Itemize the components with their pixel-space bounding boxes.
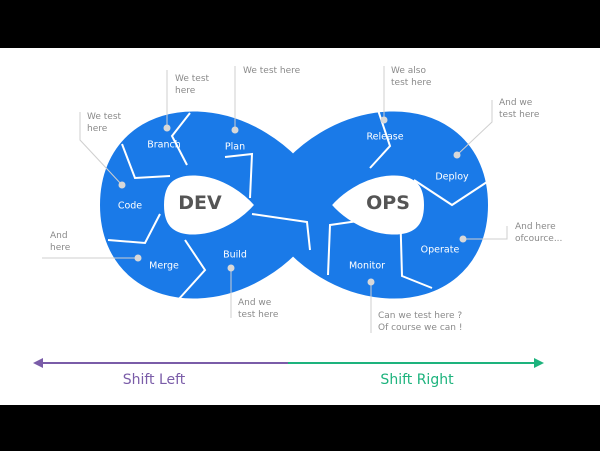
stage-operate: Operate	[420, 244, 460, 256]
stage-deploy: Deploy	[435, 171, 469, 183]
note-operate: And here ofcource...	[515, 222, 563, 244]
infinity-band	[99, 111, 489, 299]
right-arrowhead	[534, 358, 544, 368]
left-arrowhead	[33, 358, 43, 368]
stage-monitor: Monitor	[348, 260, 386, 272]
note-merge: And here	[50, 231, 71, 253]
note-plan: We test here	[243, 66, 301, 76]
stage-plan: Plan	[224, 141, 246, 153]
note-monitor: Can we test here ? Of course we can !	[378, 311, 463, 333]
diagram-canvas	[0, 48, 600, 405]
dev-label: DEV	[178, 192, 222, 214]
callout-dots	[118, 116, 467, 286]
note-release: We also test here	[391, 66, 432, 88]
shift-right-label: Shift Right	[380, 372, 454, 388]
note-branch: We test here	[175, 74, 210, 96]
stage-branch: Branch	[147, 139, 181, 151]
note-build: And we test here	[238, 298, 279, 320]
callout-lines	[42, 66, 508, 333]
ops-label: OPS	[366, 192, 410, 214]
note-code: We test here	[87, 112, 122, 134]
note-deploy: And we test here	[499, 98, 540, 120]
infinity-loop	[33, 66, 544, 368]
stage-merge: Merge	[149, 260, 179, 272]
stage-build: Build	[223, 249, 247, 261]
shift-left-label: Shift Left	[122, 372, 186, 388]
stage-code: Code	[117, 200, 143, 212]
stage-release: Release	[366, 131, 404, 143]
